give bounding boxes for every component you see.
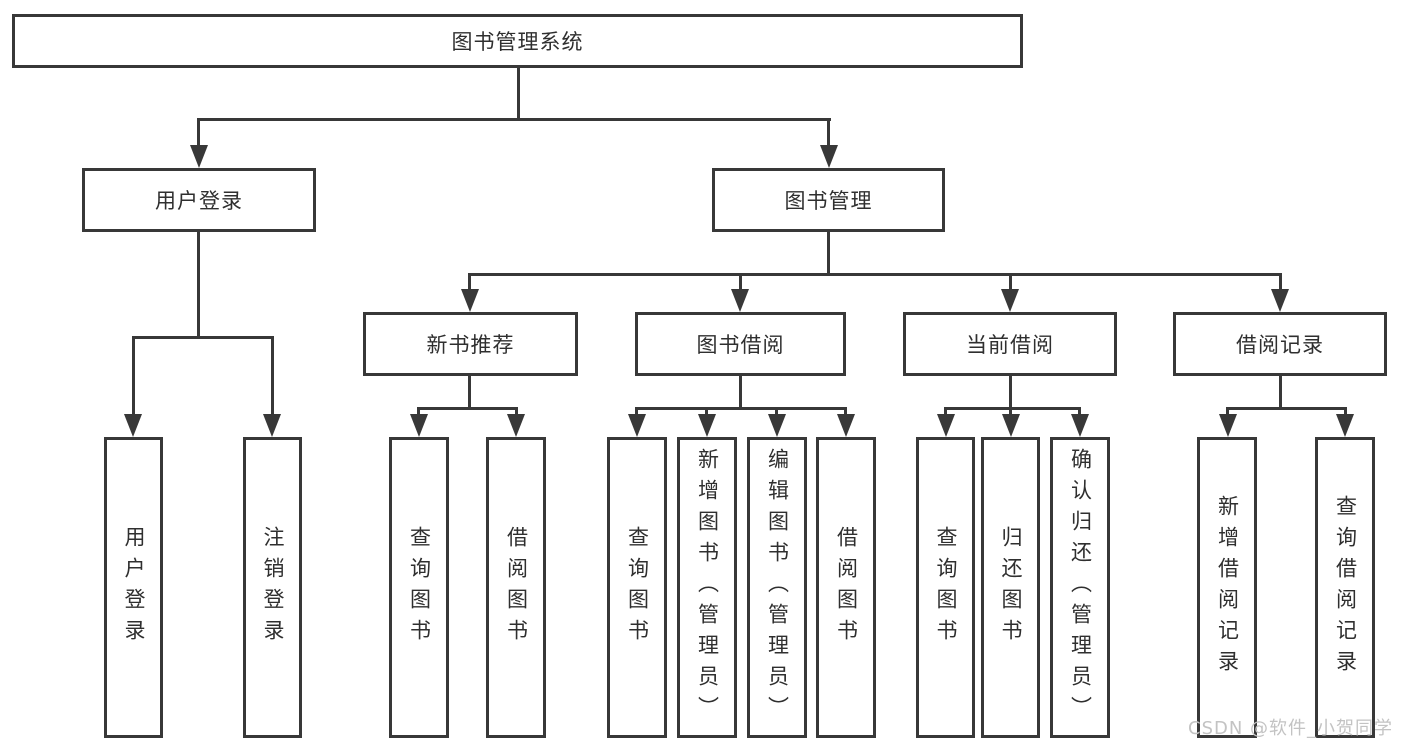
connector-currentborrow-rail	[944, 407, 1081, 410]
node-user-login-label: 用户登录	[155, 189, 243, 213]
node-login-label: 用户登录	[122, 525, 146, 650]
connector-borrowrecords-stub	[1279, 376, 1282, 407]
connector-drop	[944, 407, 947, 417]
node-logout: 注销登录	[243, 437, 302, 738]
node-newbooks-borrow-label: 借阅图书	[504, 525, 529, 650]
arrow-down-icon	[461, 289, 479, 312]
arrow-down-icon	[768, 414, 786, 437]
connector-logout-drop	[271, 336, 274, 416]
connector-newbooks-drop	[468, 273, 471, 291]
node-currentborrow-confirm-label: 确认归还（管理员）	[1068, 448, 1093, 727]
node-borrow-records-label: 借阅记录	[1236, 333, 1324, 357]
connector-userlogin-rail	[132, 336, 274, 339]
node-records-query: 查询借阅记录	[1315, 437, 1375, 738]
connector-root-stub	[517, 66, 520, 118]
connector-bookmgmt-stub	[827, 232, 830, 273]
connector-drop	[515, 407, 518, 417]
node-bookborrow-borrow: 借阅图书	[816, 437, 876, 738]
arrow-down-icon	[628, 414, 646, 437]
node-newbooks-query-label: 查询图书	[407, 525, 432, 650]
node-currentborrow-return: 归还图书	[981, 437, 1040, 738]
arrow-down-icon	[1336, 414, 1354, 437]
arrow-down-icon	[1002, 414, 1020, 437]
node-user-login: 用户登录	[82, 168, 316, 232]
connector-drop	[1344, 407, 1347, 417]
connector-drop	[1078, 407, 1081, 417]
connector-level2-rail	[197, 118, 831, 121]
connector-bookborrow-rail	[635, 407, 847, 410]
arrow-down-icon	[820, 145, 838, 168]
node-currentborrow-query-label: 查询图书	[934, 525, 958, 650]
node-new-books: 新书推荐	[363, 312, 578, 376]
node-book-mgmt: 图书管理	[712, 168, 945, 232]
node-current-borrow: 当前借阅	[903, 312, 1117, 376]
arrow-down-icon	[263, 414, 281, 437]
node-logout-label: 注销登录	[261, 525, 285, 650]
node-currentborrow-query: 查询图书	[916, 437, 975, 738]
node-records-query-label: 查询借阅记录	[1333, 494, 1358, 681]
connector-drop	[844, 407, 847, 417]
arrow-down-icon	[698, 414, 716, 437]
connector-newbooks-rail	[417, 407, 518, 410]
connector-currentborrow-stub	[1009, 376, 1012, 407]
connector-userlogin-stub	[197, 232, 200, 336]
node-login: 用户登录	[104, 437, 163, 738]
arrow-down-icon	[410, 414, 428, 437]
connector-drop	[1009, 407, 1012, 417]
arrow-down-icon	[124, 414, 142, 437]
node-bookborrow-borrow-label: 借阅图书	[834, 525, 859, 650]
connector-drop	[775, 407, 778, 417]
node-bookborrow-edit: 编辑图书（管理员）	[747, 437, 807, 738]
node-book-borrow: 图书借阅	[635, 312, 846, 376]
node-currentborrow-confirm: 确认归还（管理员）	[1050, 437, 1110, 738]
node-newbooks-query: 查询图书	[389, 437, 449, 738]
arrow-down-icon	[190, 145, 208, 168]
arrow-down-icon	[1071, 414, 1089, 437]
node-records-add-label: 新增借阅记录	[1215, 494, 1240, 681]
connector-bookmgmt-drop	[827, 118, 830, 150]
arrow-down-icon	[1271, 289, 1289, 312]
arrow-down-icon	[507, 414, 525, 437]
node-book-mgmt-label: 图书管理	[784, 189, 873, 213]
node-records-add: 新增借阅记录	[1197, 437, 1257, 738]
connector-drop	[635, 407, 638, 417]
node-current-borrow-label: 当前借阅	[966, 333, 1054, 357]
connector-bookborrow-drop	[739, 273, 742, 291]
connector-borrowrecords-rail	[1226, 407, 1347, 410]
arrow-down-icon	[937, 414, 955, 437]
node-bookborrow-add-label: 新增图书（管理员）	[695, 448, 720, 727]
node-currentborrow-return-label: 归还图书	[999, 525, 1023, 650]
arrow-down-icon	[1001, 289, 1019, 312]
node-bookborrow-query: 查询图书	[607, 437, 667, 738]
node-book-borrow-label: 图书借阅	[696, 333, 785, 357]
connector-currentborrow-drop	[1009, 273, 1012, 291]
arrow-down-icon	[1219, 414, 1237, 437]
connector-drop	[705, 407, 708, 417]
node-newbooks-borrow: 借阅图书	[486, 437, 546, 738]
connector-borrowrecords-drop	[1279, 273, 1282, 291]
connector-login-drop	[132, 336, 135, 416]
csdn-watermark: CSDN @软件_小贺同学	[1188, 718, 1394, 739]
node-root-label: 图书管理系统	[451, 30, 584, 54]
node-root: 图书管理系统	[12, 14, 1023, 68]
node-new-books-label: 新书推荐	[426, 333, 515, 357]
node-bookborrow-edit-label: 编辑图书（管理员）	[765, 448, 790, 727]
connector-bookborrow-stub	[739, 376, 742, 407]
node-bookborrow-add: 新增图书（管理员）	[677, 437, 737, 738]
connector-userlogin-drop	[197, 118, 200, 150]
arrow-down-icon	[837, 414, 855, 437]
node-borrow-records: 借阅记录	[1173, 312, 1387, 376]
connector-drop	[1226, 407, 1229, 417]
node-bookborrow-query-label: 查询图书	[625, 525, 650, 650]
connector-newbooks-stub	[468, 376, 471, 407]
connector-level3-rail	[468, 273, 1282, 276]
connector-drop	[417, 407, 420, 417]
arrow-down-icon	[731, 289, 749, 312]
